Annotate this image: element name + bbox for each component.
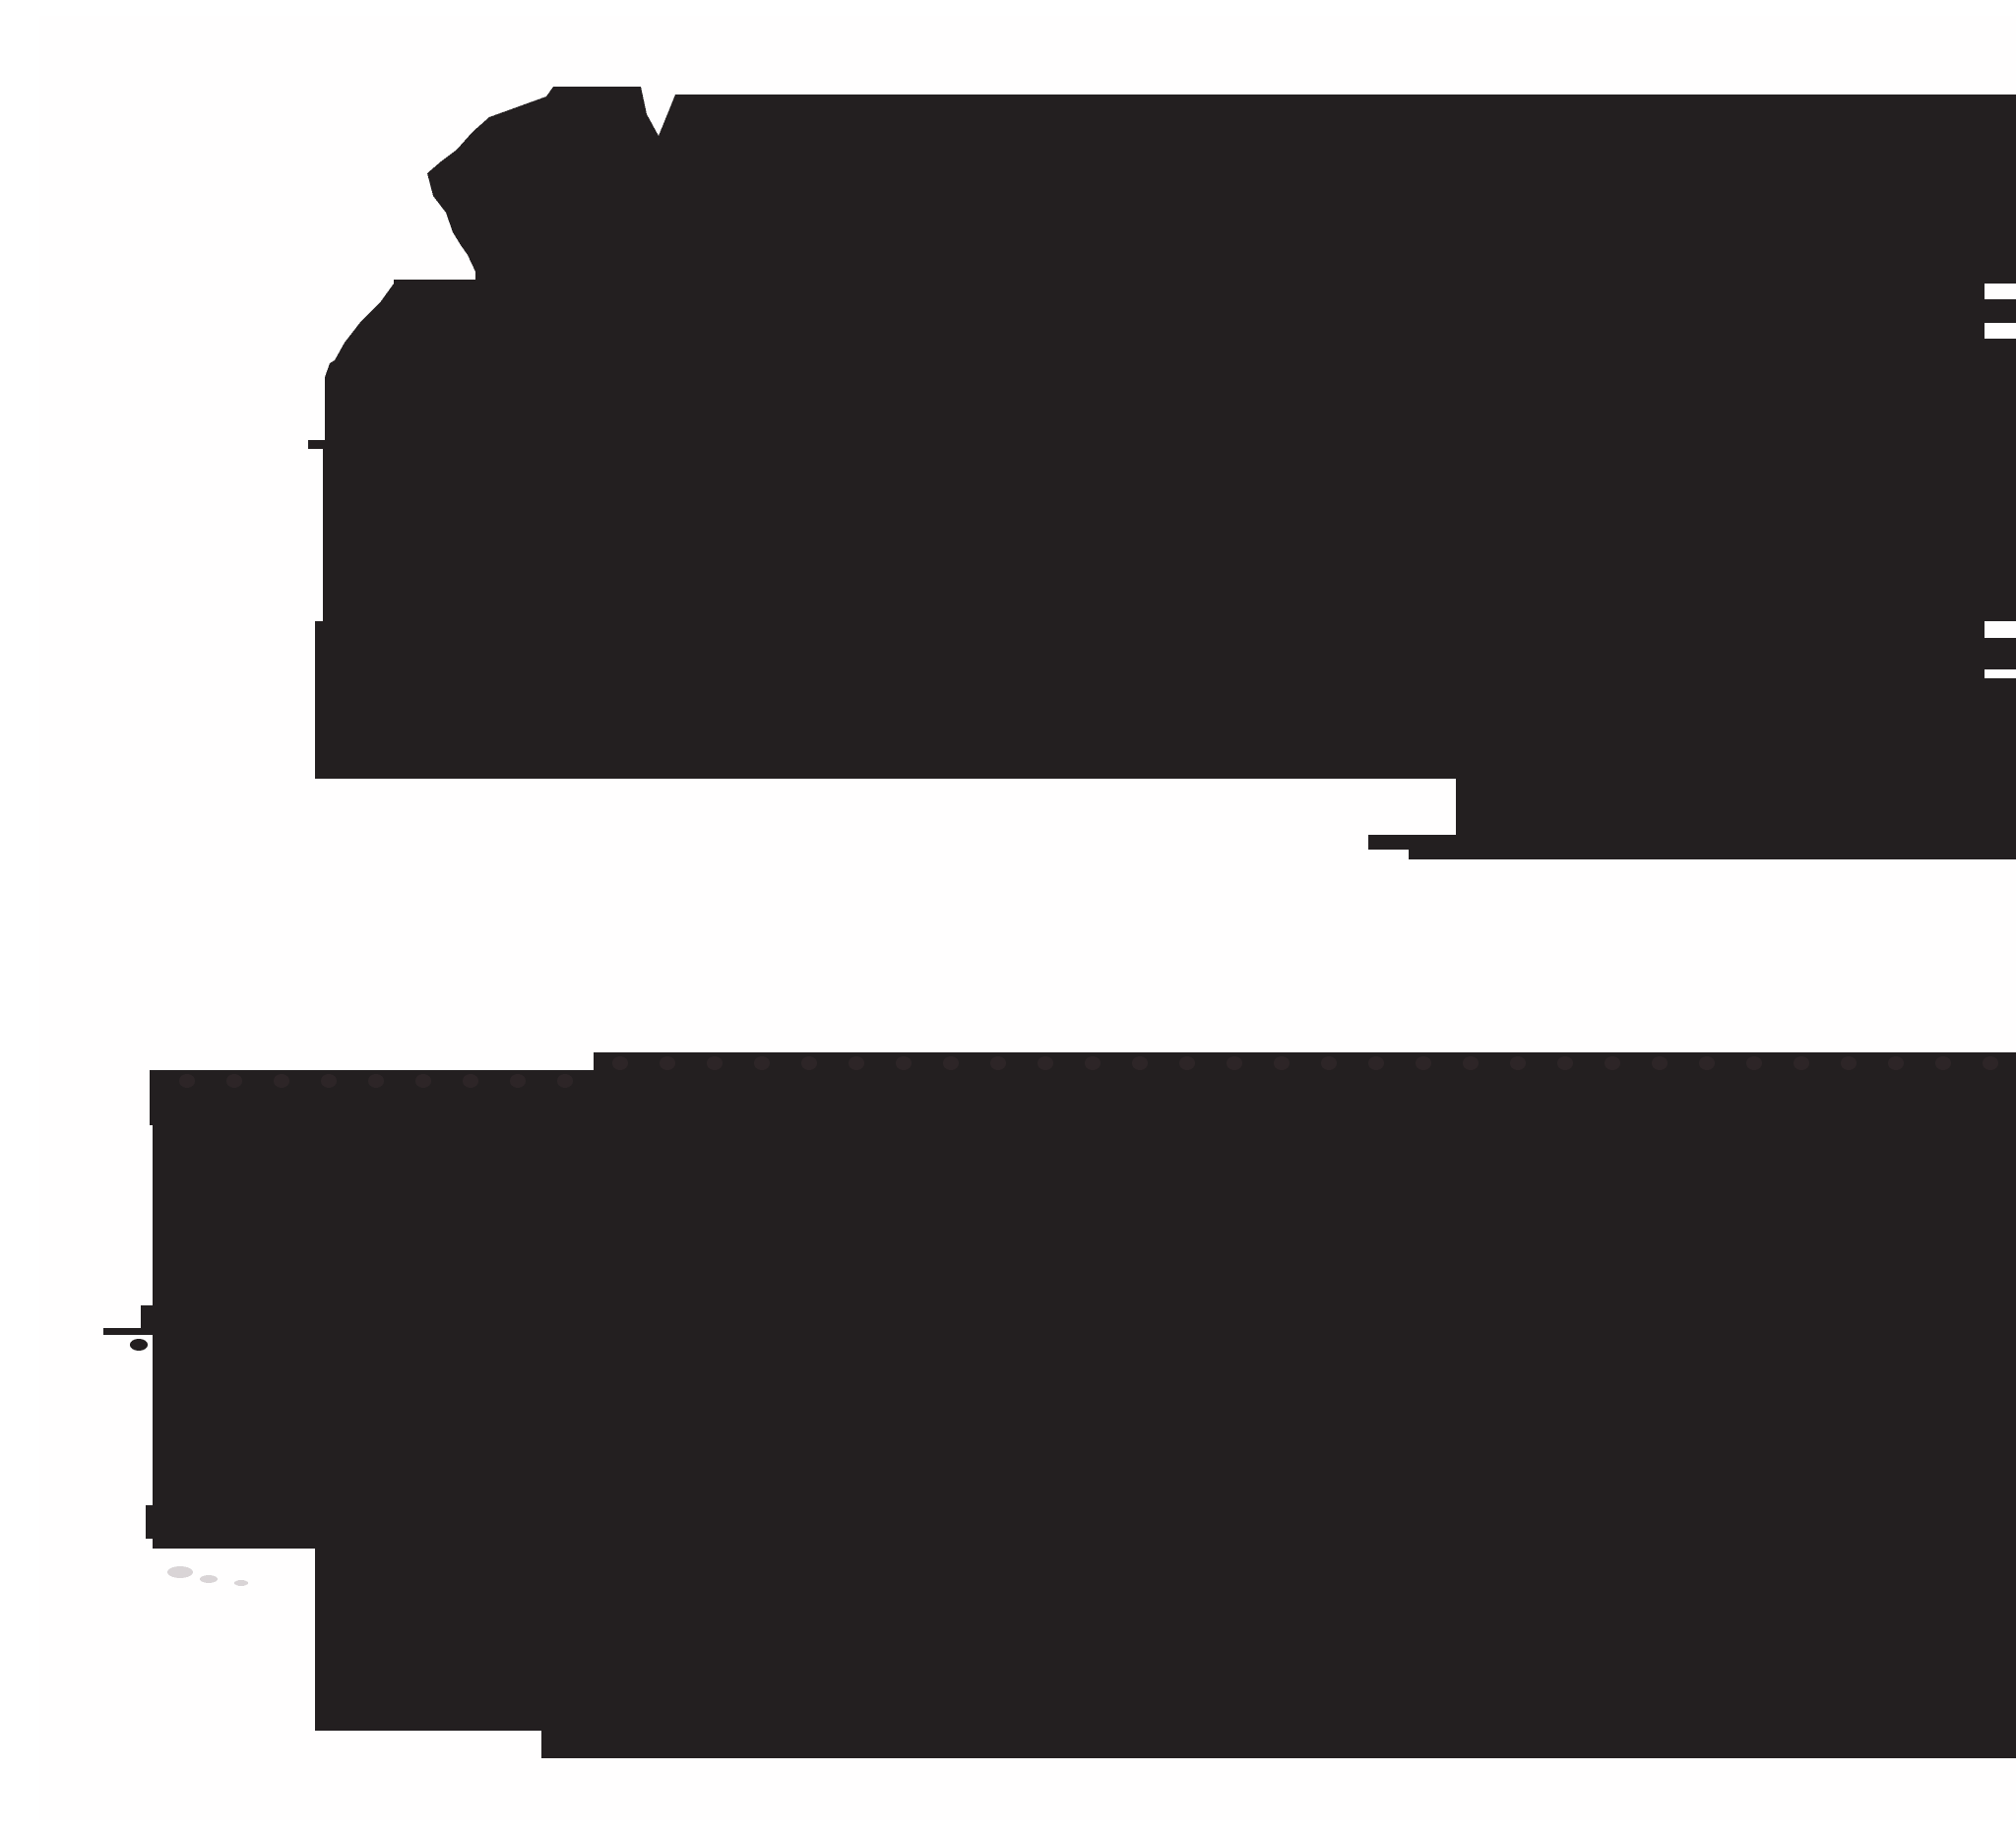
halftone-dot-row-left (321, 1074, 337, 1088)
right-edge-white-slit (1984, 284, 2016, 299)
halftone-dot-row-right (1888, 1056, 1904, 1070)
faint-halftone-wisp (200, 1575, 218, 1583)
halftone-dot-row-right (612, 1056, 628, 1070)
halftone-dot-row-right (754, 1056, 770, 1070)
halftone-dot-row-left (415, 1074, 431, 1088)
halftone-dot-row-right (1794, 1056, 1809, 1070)
halftone-dot-row-right (1227, 1056, 1242, 1070)
halftone-dot-row-right (1463, 1056, 1479, 1070)
halftone-dot-row-right (660, 1056, 675, 1070)
halftone-dot-row-right (1038, 1056, 1053, 1070)
scanned-bilevel-image (39, 16, 2016, 1820)
halftone-dot-row-right (707, 1056, 723, 1070)
halftone-dot-row-right (990, 1056, 1006, 1070)
right-edge-white-slit (1984, 669, 2016, 678)
halftone-dot-row-right (1321, 1056, 1337, 1070)
ink-silhouette-canvas (39, 16, 2016, 1820)
halftone-dot-row-right (943, 1056, 959, 1070)
halftone-dot-row-right (1274, 1056, 1290, 1070)
upper-ink-mass (308, 87, 2016, 859)
halftone-dot-row-right (1132, 1056, 1148, 1070)
halftone-dot-row-left (463, 1074, 478, 1088)
right-edge-white-slit (1984, 621, 2016, 638)
halftone-dot-row-right (1699, 1056, 1715, 1070)
halftone-dot-row-right (1179, 1056, 1195, 1070)
halftone-dot-row-right (1746, 1056, 1762, 1070)
halftone-dot-row-left (557, 1074, 573, 1088)
lower-ink-mass (103, 1052, 2016, 1758)
ink-speck (130, 1339, 148, 1351)
halftone-dot-row-right (849, 1056, 864, 1070)
halftone-dot-row-right (1416, 1056, 1431, 1070)
halftone-dot-row-left (510, 1074, 526, 1088)
halftone-dot-row-right (1652, 1056, 1668, 1070)
halftone-dot-row-right (1935, 1056, 1951, 1070)
faint-halftone-wisp (234, 1580, 248, 1586)
halftone-dot-row-right (1605, 1056, 1620, 1070)
halftone-dot-row-left (368, 1074, 384, 1088)
halftone-dot-row-right (896, 1056, 912, 1070)
halftone-dot-row-right (1085, 1056, 1101, 1070)
halftone-dot-row-right (801, 1056, 817, 1070)
halftone-dot-row-right (1983, 1056, 1998, 1070)
halftone-dot-row-left (179, 1074, 195, 1088)
halftone-dot-row-right (1557, 1056, 1573, 1070)
halftone-dot-row-right (1510, 1056, 1526, 1070)
faint-halftone-wisp (167, 1566, 193, 1578)
halftone-dot-row-right (1841, 1056, 1857, 1070)
right-edge-white-slit (1984, 323, 2016, 339)
halftone-dot-row-right (1368, 1056, 1384, 1070)
halftone-dot-row-left (226, 1074, 242, 1088)
halftone-dot-row-left (274, 1074, 289, 1088)
